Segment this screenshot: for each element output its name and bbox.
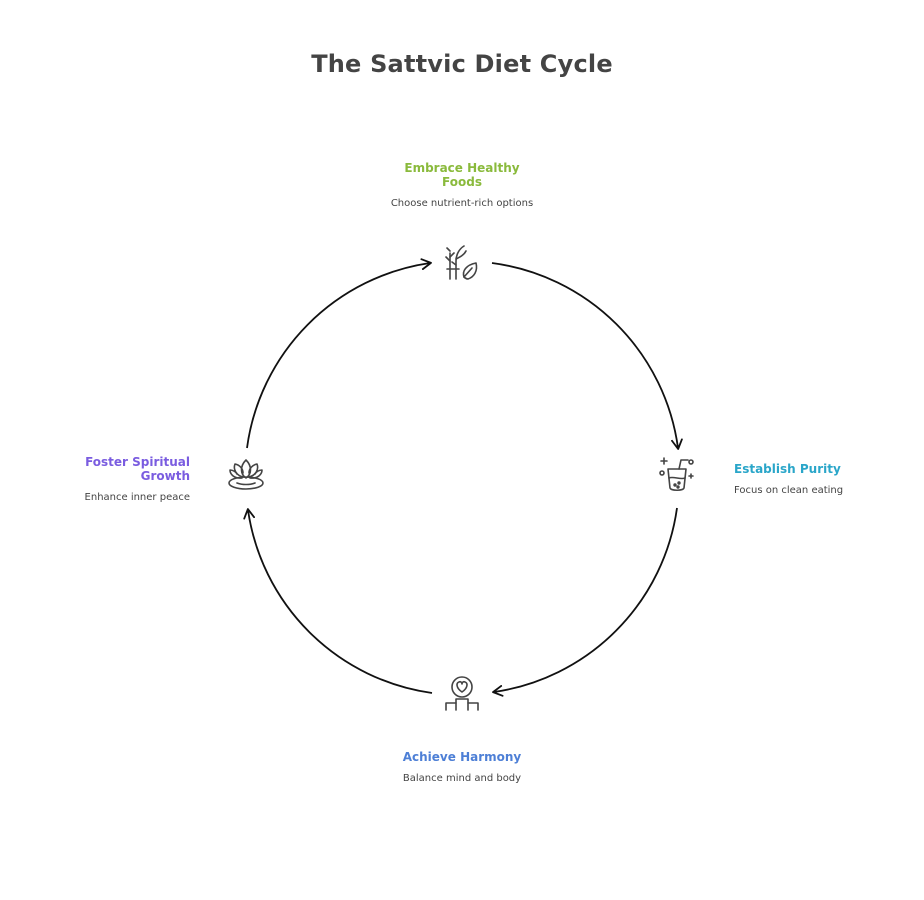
node-achieve-harmony: Achieve Harmony Balance mind and body [372,750,552,784]
sparkling-drink-icon [659,457,694,492]
herbs-leaf-icon [445,245,478,280]
heart-podium-icon [445,676,479,711]
node-foster-spiritual-growth: Foster Spiritual Growth Enhance inner pe… [60,455,190,503]
cycle-arrow-spiritual-to-embrace [246,258,432,449]
node-description: Enhance inner peace [84,492,190,503]
node-title: Establish Purity [734,462,841,476]
node-description: Balance mind and body [402,773,522,784]
cycle-arrow-embrace-to-purity [491,262,683,450]
lotus-icon [228,459,264,490]
cycle-arrow-harmony-to-spiritual [243,508,433,694]
node-embrace-healthy-foods: Embrace Healthy Foods Choose nutrient-ri… [382,161,542,209]
node-description: Focus on clean eating [734,485,844,496]
cycle-arrow-purity-to-harmony [492,507,678,697]
node-title: Foster Spiritual Growth [85,455,190,483]
node-title: Embrace Healthy Foods [404,161,520,189]
node-title: Achieve Harmony [402,750,522,764]
page-title: The Sattvic Diet Cycle [311,50,613,78]
node-description: Choose nutrient-rich options [390,198,534,209]
node-establish-purity: Establish Purity Focus on clean eating [734,462,904,496]
